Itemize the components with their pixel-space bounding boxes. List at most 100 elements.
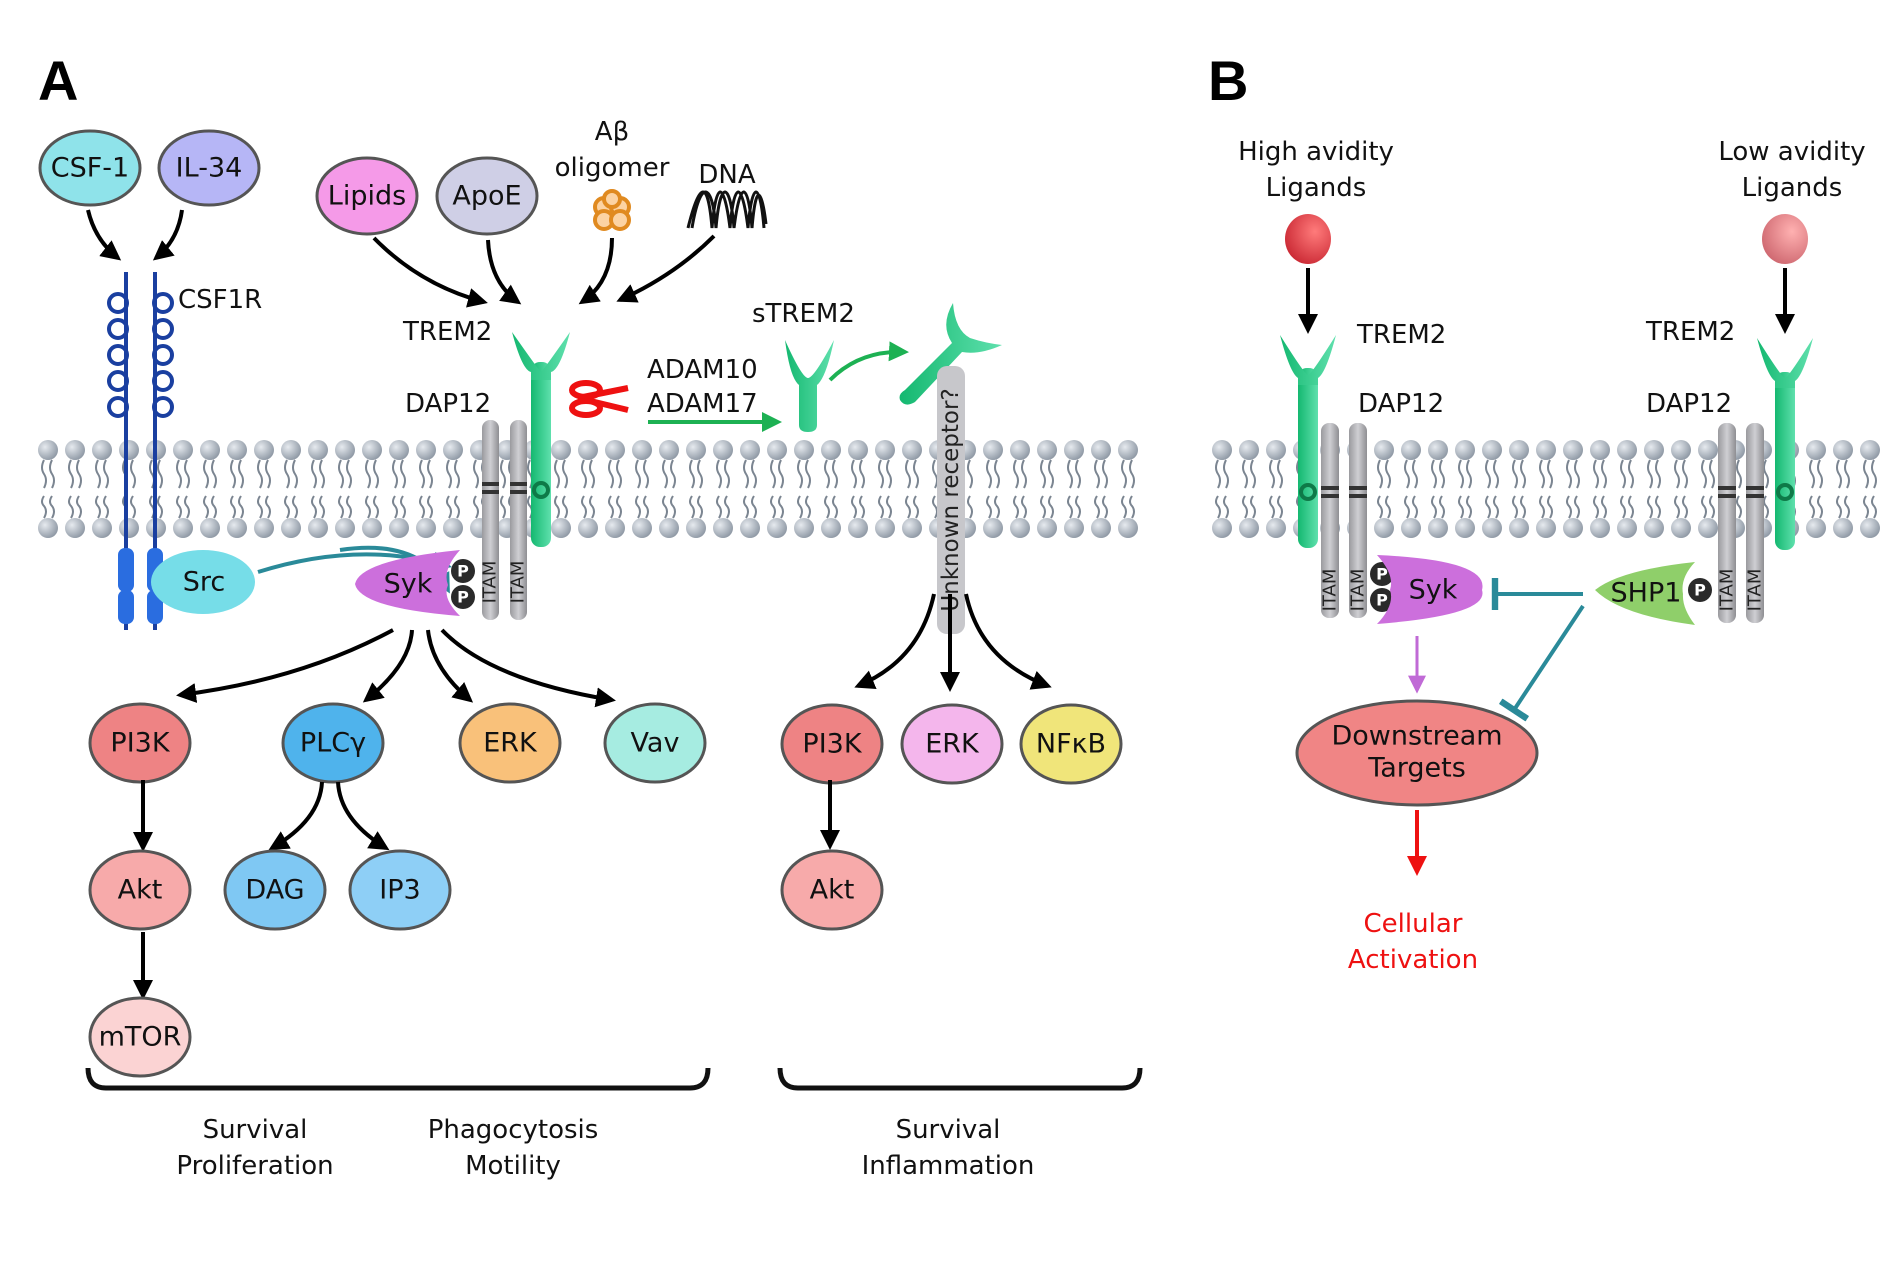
lipid-tails — [581, 459, 595, 519]
lipid-tails — [149, 459, 163, 519]
lipid-head — [1064, 518, 1084, 538]
lipid-head — [362, 440, 382, 460]
phospho-group: P P — [451, 559, 475, 609]
lipid-tails — [419, 459, 433, 519]
lipid-tails — [1040, 459, 1054, 519]
lipid-head — [1455, 518, 1475, 538]
low-avidity-label-line2: Ligands — [1742, 173, 1843, 203]
lipid-tails — [203, 459, 217, 519]
lipid-head — [794, 518, 814, 538]
lipid-head — [1037, 518, 1057, 538]
ig-domain — [107, 318, 129, 340]
lipid-tails — [1013, 459, 1027, 519]
lipid-head — [1401, 440, 1421, 460]
itam-label: ITAM — [1717, 569, 1738, 612]
lipid-tails — [608, 459, 622, 519]
strem2-binding-arrow — [828, 341, 909, 382]
lipid-head — [38, 440, 58, 460]
svg-text:IL-34: IL-34 — [176, 153, 243, 184]
lipid-head — [902, 440, 922, 460]
lipid-head — [740, 518, 760, 538]
lipid-tails — [1269, 459, 1283, 519]
lipid-tails — [635, 459, 649, 519]
lipid-head — [335, 440, 355, 460]
ig-domain — [107, 370, 129, 392]
lipid-head — [1091, 518, 1111, 538]
lipid-tails — [1836, 459, 1850, 519]
lipid-tails — [851, 459, 865, 519]
lipid-head — [659, 440, 679, 460]
lipid-tails — [1593, 459, 1607, 519]
svg-text:P: P — [457, 588, 469, 607]
svg-text:P: P — [1376, 591, 1388, 610]
lipid-head — [1118, 518, 1138, 538]
dap12-a: ITAM ITAM — [480, 420, 529, 620]
lipid-head — [1563, 440, 1583, 460]
lipid-head — [632, 440, 652, 460]
trem2-receptor-b-high — [1280, 335, 1336, 548]
lipid-tails — [1674, 459, 1688, 519]
arrow-syk-erk — [426, 629, 474, 703]
trem2-receptor-a — [512, 332, 570, 547]
lipid-head — [1617, 440, 1637, 460]
lipid-head — [1617, 518, 1637, 538]
lipid-head — [1860, 440, 1880, 460]
lipid-head — [1806, 518, 1826, 538]
lipid-tails — [905, 459, 919, 519]
lipid-head — [1698, 518, 1718, 538]
lipid-head — [983, 518, 1003, 538]
lipid-head — [308, 518, 328, 538]
lipid-head — [605, 440, 625, 460]
lipid-head — [578, 440, 598, 460]
node-dag: DAG — [223, 849, 327, 931]
itam-label: ITAM — [1745, 569, 1766, 612]
lipid-tails — [1512, 459, 1526, 519]
svg-text:Syk: Syk — [384, 569, 433, 600]
lipid-head — [902, 518, 922, 538]
lipid-tails — [257, 459, 271, 519]
lipid-head — [1482, 440, 1502, 460]
lipid-head — [1482, 518, 1502, 538]
lipid-tails — [1242, 459, 1256, 519]
svg-text:SHP1: SHP1 — [1611, 578, 1682, 609]
arrow-plcg-dag — [268, 781, 324, 851]
lipid-head — [362, 518, 382, 538]
lipid-head — [1536, 440, 1556, 460]
lipid-head — [1239, 518, 1259, 538]
bracket-syk-outcomes — [85, 1067, 711, 1091]
high-avidity-ligand — [1285, 214, 1331, 264]
svg-text:Akt: Akt — [118, 875, 163, 906]
lipid-head — [1374, 518, 1394, 538]
lipid-tails — [1539, 459, 1553, 519]
lipid-head — [38, 518, 58, 538]
lipid-head — [443, 518, 463, 538]
itam-label: ITAM — [1320, 569, 1341, 612]
svg-text:NFκB: NFκB — [1036, 729, 1106, 760]
svg-text:P: P — [457, 562, 469, 581]
svg-text:Downstream: Downstream — [1331, 721, 1502, 752]
kinase-domain — [118, 590, 134, 624]
trem2-label-b-left: TREM2 — [1356, 320, 1446, 350]
lipid-tails — [446, 459, 460, 519]
panel-label-b: B — [1208, 49, 1248, 112]
lipid-head — [767, 518, 787, 538]
ig-domain — [152, 396, 174, 418]
svg-text:CSF-1: CSF-1 — [51, 153, 129, 184]
dna-label: DNA — [698, 160, 755, 190]
outcome-inflammation: Inflammation — [862, 1151, 1035, 1181]
arrow-abeta-to-trem2 — [578, 237, 614, 305]
svg-text:DAG: DAG — [245, 875, 304, 906]
dap12-b-high: ITAM ITAM — [1320, 423, 1369, 618]
lipid-tails — [1620, 459, 1634, 519]
lipid-head — [200, 518, 220, 538]
itam-label: ITAM — [508, 561, 529, 604]
lipid-tails — [1863, 459, 1877, 519]
lipid-tails — [770, 459, 784, 519]
lipid-head — [335, 518, 355, 538]
lipid-tails — [230, 459, 244, 519]
node-pi3k: PI3K — [88, 702, 192, 784]
lipid-head — [1698, 440, 1718, 460]
ligand-lipids: Lipids — [315, 156, 419, 236]
lipid-head — [1671, 518, 1691, 538]
lipid-head — [713, 440, 733, 460]
